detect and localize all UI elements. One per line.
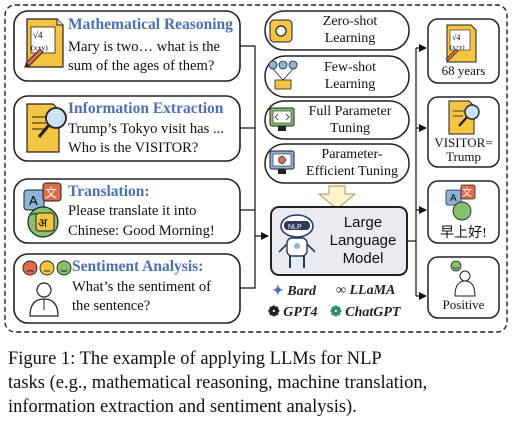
model-bard: ✦ Bard	[272, 283, 316, 300]
openai-icon: ❁	[330, 305, 346, 320]
document-search-icon	[26, 103, 67, 153]
robot-icon: NLP	[278, 214, 316, 268]
method-full-tuning-line-1: Full Parameter	[308, 104, 392, 119]
model-chatgpt: ❁ ChatGPT	[330, 304, 400, 321]
method-label-peft: Parameter- Efficient Tuning	[296, 146, 408, 180]
task-title-sentiment: Sentiment Analysis:	[72, 258, 204, 275]
out-glyph-a: A	[450, 193, 457, 204]
caption-line-2: tasks (e.g., mathematical reasoning, mac…	[8, 373, 428, 393]
glyph-hindi: अ	[38, 216, 48, 230]
task-connectors	[240, 45, 269, 289]
model-llama: ∞ LLaMA	[336, 283, 395, 299]
method-full-tuning	[264, 100, 410, 140]
method-peft-line-1: Parameter-	[321, 147, 383, 162]
model-chatgpt-label: ChatGPT	[345, 305, 401, 320]
network-gears-icon	[268, 60, 298, 90]
method-full-tuning-line-2: Tuning	[330, 121, 370, 136]
caption-line-1: Figure 1: The example of applying LLMs f…	[8, 349, 382, 369]
output-translation: A 文	[427, 180, 500, 244]
out-xy-text: (x+y)	[450, 44, 465, 51]
task-text-math-1: Mary is two… what is the	[68, 39, 221, 55]
task-text-info-1: Trump’s Tokyo visit has ...	[68, 121, 224, 137]
openai-icon: ❁	[268, 305, 284, 320]
task-text-translation-1: Please translate it into	[68, 202, 196, 221]
task-text-sentiment-1: What’s the sentiment of	[72, 279, 212, 295]
model-gpt4-label: GPT4	[283, 305, 318, 320]
task-text-math-2: sum of the ages of them?	[68, 58, 215, 74]
output-document-search-icon	[448, 100, 480, 135]
output-math-icon: √4 (x+y)	[445, 24, 477, 63]
math-sqrt-text: √4	[33, 30, 43, 40]
method-few-shot-line-2: Learning	[324, 77, 376, 92]
output-sentiment	[427, 256, 500, 319]
model-llama-label: LLaMA	[349, 283, 396, 298]
method-few-shot	[264, 55, 410, 98]
llm-label-line-1: Large	[343, 214, 383, 231]
output-label-sentiment: Positive	[442, 297, 485, 312]
llm-box: NLP	[270, 206, 408, 276]
figure-caption: Figure 1: The example of applying LLMs f…	[8, 347, 508, 419]
translation-text-part-2: translate	[108, 203, 159, 219]
task-text-sentiment-2: the sentence?	[72, 298, 151, 314]
down-arrow	[317, 185, 357, 210]
method-zero-shot	[264, 10, 410, 51]
llm-label: Large Language Model	[322, 214, 404, 268]
math-icon: √4 (x+y)	[24, 18, 64, 68]
output-info	[427, 96, 500, 168]
task-text-info-2: Who is the VISITOR?	[68, 140, 199, 156]
translation-icon: A 文 अ	[23, 182, 62, 238]
translation-text-part-1: Please	[68, 203, 109, 219]
math-xy-text: (x+y)	[31, 43, 48, 52]
method-zero-shot-line-1: Zero-shot	[322, 14, 378, 29]
method-label-few-shot: Few-shot Learning	[296, 59, 404, 93]
output-label-info: VISITOR= Trump	[428, 136, 499, 164]
task-translation: A 文 अ	[13, 178, 241, 244]
output-connectors	[407, 44, 427, 300]
model-gpt4: ❁ GPT4	[268, 304, 317, 321]
task-info-extraction	[13, 95, 241, 162]
llama-icon: ∞	[336, 283, 350, 298]
method-label-full-tuning: Full Parameter Tuning	[296, 103, 404, 137]
output-label-translation: 早上好!	[440, 226, 487, 241]
method-peft-line-2: Efficient Tuning	[306, 164, 398, 179]
monitor-code-icon	[269, 107, 295, 131]
llm-label-line-2: Language	[329, 232, 397, 249]
output-math: √4 (x+y)	[427, 18, 500, 84]
method-zero-shot-line-2: Learning	[324, 31, 376, 46]
output-translation-icon: A 文	[445, 184, 476, 221]
output-label-info-1: VISITOR=	[434, 135, 493, 150]
outer-frame	[4, 4, 508, 333]
translation-text-part-3: it into	[158, 203, 197, 219]
glyph-wen: 文	[45, 185, 57, 200]
glyph-a: A	[29, 193, 38, 208]
out-sqrt-text: √4	[452, 33, 460, 42]
svg-text:NLP: NLP	[288, 224, 302, 231]
output-label-info-2: Trump	[446, 149, 481, 164]
task-title-translation: Translation:	[68, 183, 150, 200]
model-bard-label: Bard	[287, 284, 317, 299]
sparkle-icon: ✦	[272, 284, 288, 299]
positive-person-icon	[450, 260, 476, 297]
task-title-info: Information Extraction	[68, 100, 224, 117]
sentiment-icon	[22, 260, 72, 317]
method-peft	[264, 143, 410, 184]
task-text-translation-2: Chinese: Good Morning!	[68, 223, 215, 239]
out-glyph-wen: 文	[462, 186, 472, 199]
task-math: √4 (x+y)	[13, 10, 241, 82]
monitor-gear-icon	[269, 150, 295, 174]
llm-label-line-3: Model	[342, 250, 384, 267]
method-few-shot-line-1: Few-shot	[323, 60, 377, 75]
method-label-zero-shot: Zero-shot Learning	[296, 13, 404, 47]
caption-line-3: information extraction and sentiment ana…	[8, 397, 357, 417]
output-label-math: 68 years	[441, 63, 486, 78]
task-title-math: Mathematical Reasoning	[68, 16, 233, 33]
